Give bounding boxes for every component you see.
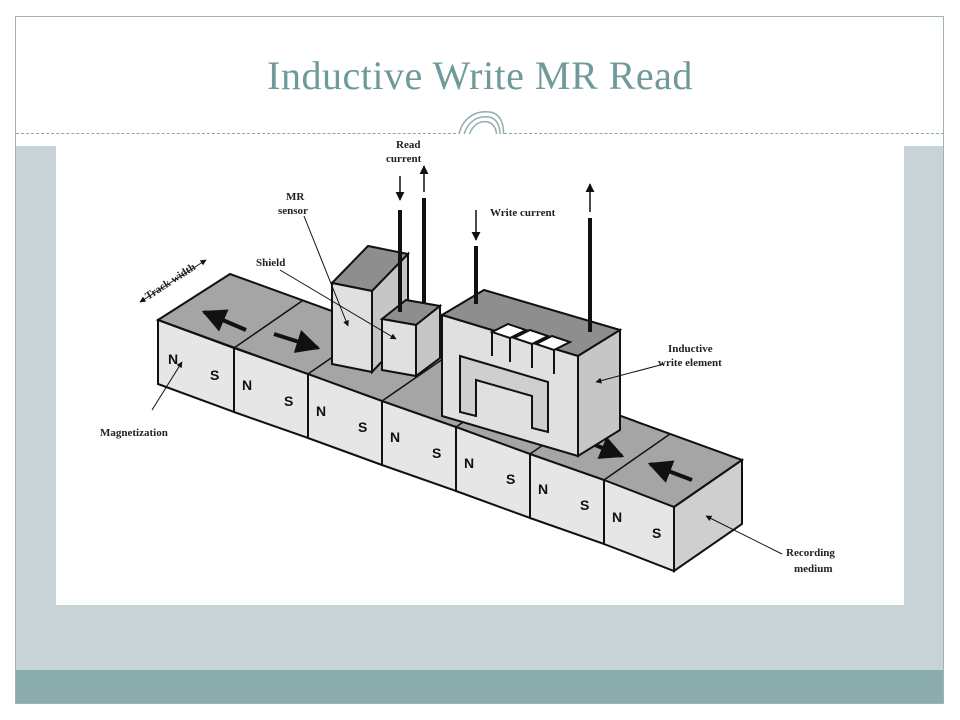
pole-s: S <box>652 525 661 541</box>
pole-n: N <box>168 351 178 367</box>
pole-n: N <box>612 509 622 525</box>
track-width-label: Track width <box>143 261 198 302</box>
recording-pointer <box>705 515 783 555</box>
shield-label: Shield <box>256 257 285 269</box>
mr-head-diagram: N S N S N S N S N S N S N S <box>100 139 835 575</box>
pole-n: N <box>316 403 326 419</box>
inductive-pointer <box>595 363 665 384</box>
pole-letters: N S N S N S N S N S N S N S <box>168 351 661 541</box>
mr-sensor-label: sensor <box>278 205 308 217</box>
inductive-write-label: write element <box>658 357 722 369</box>
pole-s: S <box>432 445 441 461</box>
mr-sensor <box>379 298 443 378</box>
shield-pointer <box>279 269 397 340</box>
footer-band <box>16 670 943 703</box>
read-current-label: current <box>386 153 422 165</box>
pole-s: S <box>210 367 219 383</box>
mr-sensor-label: MR <box>286 191 305 203</box>
pole-n: N <box>242 377 252 393</box>
pole-s: S <box>580 497 589 513</box>
pole-n: N <box>390 429 400 445</box>
pole-s: S <box>284 393 293 409</box>
magnetization-pointer <box>151 361 183 411</box>
medium-end-face <box>673 458 743 573</box>
recording-medium-label: medium <box>794 563 833 575</box>
pole-n: N <box>464 455 474 471</box>
pole-n: N <box>538 481 548 497</box>
read-current-leads <box>398 198 426 312</box>
pole-s: S <box>358 419 367 435</box>
inductive-write-element <box>439 288 623 458</box>
title-divider-left <box>16 133 456 134</box>
medium-front-faces <box>157 318 675 573</box>
title-divider-right <box>504 133 944 134</box>
recording-medium-label: Recording <box>786 547 835 559</box>
mr-sensor-pointer <box>303 215 349 327</box>
diagram-panel: N S N S N S N S N S N S N S <box>56 134 904 605</box>
pole-s: S <box>506 471 515 487</box>
write-current-leads <box>474 218 592 332</box>
track-width-arrow <box>139 259 207 303</box>
inductive-write-label: Inductive <box>668 343 713 355</box>
magnetization-label: Magnetization <box>100 427 168 439</box>
read-current-label: Read <box>396 139 420 151</box>
slide-title: Inductive Write MR Read <box>267 53 693 98</box>
write-current-label: Write current <box>490 207 556 219</box>
